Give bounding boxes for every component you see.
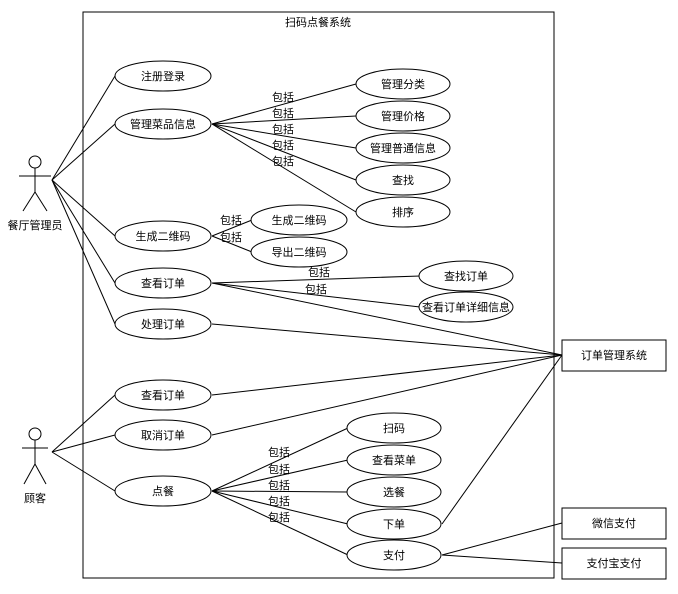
include-label: 包括 (268, 445, 290, 459)
use-case-label: 处理订单 (141, 318, 185, 331)
system-boundary (82, 11, 555, 579)
use-case-label: 下单 (383, 518, 405, 531)
use-case-export-qr: 导出二维码 (250, 236, 348, 268)
use-case-order-food: 点餐 (114, 475, 212, 507)
include-lines (211, 83, 421, 556)
include-label: 包括 (268, 478, 290, 492)
use-case-label: 查看订单详细信息 (422, 300, 510, 314)
actor-customer-label: 顾客 (24, 491, 46, 505)
use-case-label: 查看订单 (141, 388, 185, 402)
external-order-system: 订单管理系统 (561, 339, 667, 372)
use-case-place-order: 下单 (346, 508, 442, 540)
use-case-search: 查找 (355, 164, 451, 196)
use-case-find-order: 查找订单 (418, 260, 514, 292)
actor-admin-label: 餐厅管理员 (8, 218, 63, 232)
include-label: 包括 (272, 154, 294, 168)
use-case-label: 查看菜单 (372, 453, 416, 467)
use-case-manage-category: 管理分类 (355, 68, 451, 100)
use-case-order-detail: 查看订单详细信息 (418, 291, 514, 323)
include-label: 包括 (272, 138, 294, 152)
use-case-label: 生成二维码 (136, 229, 191, 243)
use-case-label: 支付 (383, 549, 405, 562)
use-case-label: 取消订单 (141, 428, 185, 442)
external-wechat-pay: 微信支付 (561, 507, 667, 540)
include-label: 包括 (308, 265, 330, 279)
include-label: 包括 (268, 510, 290, 524)
use-case-label: 排序 (392, 205, 414, 219)
external-alipay: 支付宝支付 (561, 547, 667, 580)
use-case-register: 注册登录 (114, 60, 212, 92)
customer-associations (51, 394, 116, 492)
use-case-label: 选餐 (383, 485, 405, 499)
use-case-cancel-order: 取消订单 (114, 419, 212, 451)
use-case-view-menu: 查看菜单 (346, 444, 442, 476)
use-case-label: 查找 (392, 173, 414, 187)
use-case-label: 点餐 (152, 484, 174, 498)
external-label: 订单管理系统 (581, 348, 647, 362)
admin-associations (51, 75, 116, 325)
use-case-admin-view-order: 查看订单 (114, 267, 212, 299)
include-label: 包括 (272, 90, 294, 104)
use-case-manage-price: 管理价格 (355, 100, 451, 132)
use-case-pay: 支付 (346, 539, 442, 571)
use-case-label: 管理菜品信息 (130, 117, 196, 131)
include-label: 包括 (305, 282, 327, 296)
external-label: 支付宝支付 (587, 556, 642, 570)
include-label: 包括 (268, 494, 290, 508)
use-case-label: 管理分类 (381, 77, 425, 91)
stick-figure-icon (22, 427, 48, 485)
use-case-sort: 排序 (355, 196, 451, 228)
actor-admin: 餐厅管理员 (8, 155, 63, 232)
use-case-create-qr: 生成二维码 (250, 204, 348, 236)
use-case-label: 注册登录 (141, 69, 185, 83)
include-label: 包括 (272, 122, 294, 136)
include-labels: 包括 包括 包括 包括 包括 包括 包括 包括 包括 包括 包括 包括 包括 包… (220, 90, 330, 524)
use-case-manage-general: 管理普通信息 (355, 132, 451, 164)
external-lines (211, 282, 563, 564)
include-label: 包括 (220, 230, 242, 244)
external-label: 微信支付 (592, 516, 636, 530)
use-case-scan: 扫码 (346, 412, 442, 444)
use-case-customer-view-order: 查看订单 (114, 379, 212, 411)
use-case-process-order: 处理订单 (114, 308, 212, 340)
use-case-manage-dishes: 管理菜品信息 (114, 108, 212, 140)
use-case-label: 生成二维码 (272, 213, 327, 227)
use-case-label: 管理价格 (381, 109, 425, 123)
use-case-select-dish: 选餐 (346, 476, 442, 508)
use-case-label: 扫码 (383, 422, 405, 435)
use-case-label: 查找订单 (444, 269, 488, 283)
use-case-generate-qr: 生成二维码 (114, 220, 212, 252)
use-case-label: 导出二维码 (272, 245, 327, 259)
include-label: 包括 (220, 213, 242, 227)
stick-figure-icon (19, 155, 51, 212)
use-case-label: 查看订单 (141, 276, 185, 290)
system-title: 扫码点餐系统 (285, 15, 351, 29)
use-case-label: 管理普通信息 (370, 141, 436, 155)
actor-customer: 顾客 (22, 427, 48, 505)
include-label: 包括 (272, 106, 294, 120)
include-label: 包括 (268, 462, 290, 476)
